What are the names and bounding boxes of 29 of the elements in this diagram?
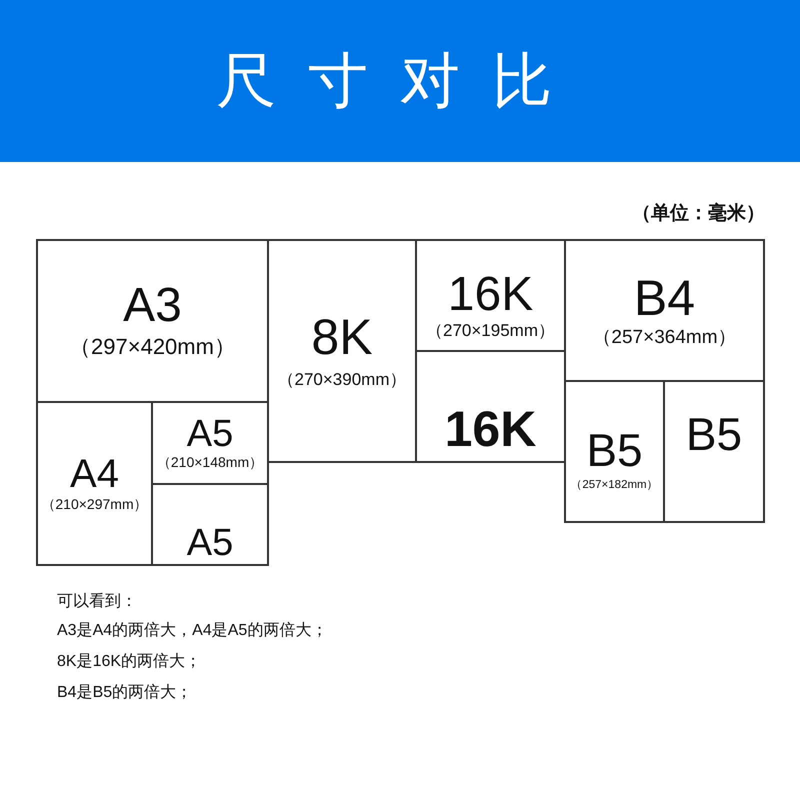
note-text: B4是B5的两倍大； <box>57 683 192 702</box>
size-dimensions: （257×364mm） <box>592 326 737 348</box>
paper-size-box <box>36 239 269 403</box>
size-name: 16K <box>444 404 536 454</box>
size-dimensions: （297×420mm） <box>69 334 236 360</box>
paper-size-box <box>663 380 765 523</box>
paper-size-box <box>267 239 417 463</box>
size-name: A3 <box>123 282 182 330</box>
size-name: B5 <box>586 426 643 473</box>
note-heading: 可以看到： <box>57 592 137 612</box>
size-dimensions: （270×195mm） <box>426 320 555 340</box>
size-dimensions: （270×390mm） <box>278 370 406 390</box>
size-name: B4 <box>634 272 696 323</box>
size-dimensions: （210×148mm） <box>156 454 264 471</box>
title-banner: 尺寸对比 <box>0 0 800 162</box>
note-text: 8K是16K的两倍大； <box>57 652 202 672</box>
paper-size-box <box>36 401 153 566</box>
size-dimensions: （257×182mm） <box>570 478 659 492</box>
unit-note: （单位：毫米） <box>632 203 765 226</box>
size-dimensions: （210×297mm） <box>41 496 148 513</box>
paper-size-box <box>564 239 765 382</box>
size-name: 16K <box>448 270 534 319</box>
size-name: A4 <box>70 454 119 494</box>
size-name: A5 <box>186 415 234 454</box>
size-name: A5 <box>186 524 234 562</box>
size-name: B5 <box>686 410 742 456</box>
note-text: A3是A4的两倍大，A4是A5的两倍大； <box>57 621 328 640</box>
size-name: 8K <box>311 312 373 362</box>
paper-size-box <box>151 483 269 566</box>
